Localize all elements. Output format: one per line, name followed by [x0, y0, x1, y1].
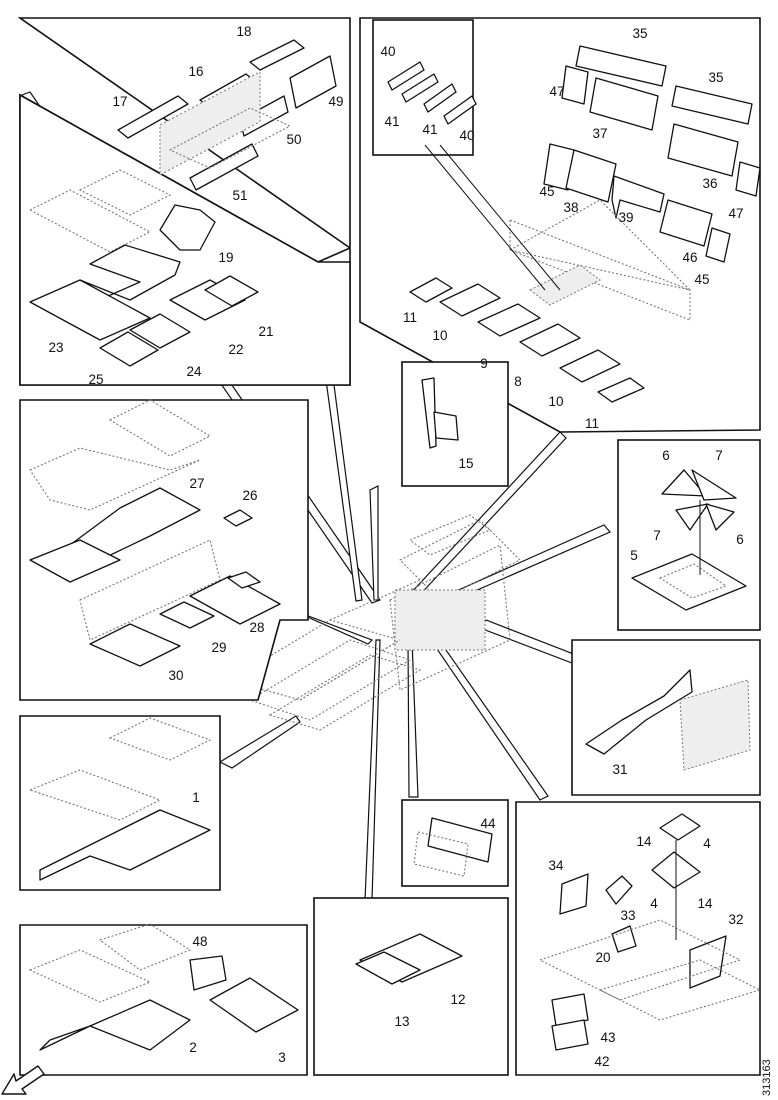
callout-10: 10 — [432, 328, 447, 343]
callout-35b: 35 — [708, 70, 723, 85]
callout-16: 16 — [188, 64, 203, 79]
callout-4b: 4 — [650, 896, 658, 911]
callout-32: 32 — [728, 912, 743, 927]
callout-15: 15 — [458, 456, 473, 471]
callout-10b: 10 — [548, 394, 563, 409]
callout-3: 3 — [278, 1050, 286, 1065]
callout-13: 13 — [394, 1014, 409, 1029]
callout-4: 4 — [703, 836, 711, 851]
callout-19: 19 — [218, 250, 233, 265]
callout-40b: 40 — [459, 128, 474, 143]
callout-30: 30 — [168, 668, 183, 683]
callout-21: 21 — [258, 324, 273, 339]
callout-35: 35 — [632, 26, 647, 41]
callout-5: 5 — [630, 548, 638, 563]
figure-code: 313163 — [761, 1059, 773, 1096]
callout-8: 8 — [514, 374, 522, 389]
callout-27: 27 — [189, 476, 204, 491]
callout-50: 50 — [286, 132, 301, 147]
callout-20: 20 — [595, 950, 610, 965]
callout-40: 40 — [380, 44, 395, 59]
callout-7b: 7 — [653, 528, 661, 543]
callout-46: 46 — [682, 250, 697, 265]
callout-25: 25 — [88, 372, 103, 387]
callout-12: 12 — [450, 992, 465, 1007]
callout-9: 9 — [480, 356, 488, 371]
callout-45b: 45 — [694, 272, 709, 287]
panel-12-13 — [313, 897, 509, 1076]
panel-top-right — [359, 17, 761, 433]
callout-47: 47 — [549, 84, 564, 99]
panel-2-3-48 — [19, 923, 308, 1076]
callout-1: 1 — [192, 790, 200, 805]
callout-37: 37 — [592, 126, 607, 141]
callout-2: 2 — [189, 1040, 197, 1055]
callout-6b: 6 — [736, 532, 744, 547]
callout-38: 38 — [563, 200, 578, 215]
callout-42: 42 — [594, 1054, 609, 1069]
callout-11: 11 — [403, 310, 417, 325]
callout-7: 7 — [715, 448, 723, 463]
callout-labels: 1 2 3 4 4 5 6 6 7 7 8 9 10 10 11 11 12 1… — [48, 24, 743, 1069]
panel-5-7 — [617, 439, 761, 631]
callout-41: 41 — [384, 114, 399, 129]
callout-45: 45 — [539, 184, 554, 199]
panel-bottom-right — [515, 801, 762, 1076]
callout-23: 23 — [48, 340, 63, 355]
callout-43: 43 — [600, 1030, 615, 1045]
callout-14b: 14 — [697, 896, 713, 911]
panel-31 — [571, 639, 761, 796]
callout-6: 6 — [662, 448, 670, 463]
callout-33: 33 — [620, 908, 635, 923]
callout-48: 48 — [192, 934, 207, 949]
callout-26: 26 — [242, 488, 257, 503]
callout-41b: 41 — [422, 122, 437, 137]
callout-47b: 47 — [728, 206, 743, 221]
panel-15 — [401, 361, 509, 487]
callout-18: 18 — [236, 24, 251, 39]
callout-28: 28 — [249, 620, 264, 635]
callout-49: 49 — [328, 94, 343, 109]
panel-26-30 — [19, 399, 309, 701]
panel-44 — [401, 799, 509, 887]
callout-17: 17 — [112, 94, 127, 109]
callout-51: 51 — [232, 188, 247, 203]
panel-1 — [19, 715, 221, 891]
callout-36: 36 — [702, 176, 717, 191]
callout-24: 24 — [186, 364, 202, 379]
direction-arrow-icon — [1, 1065, 45, 1095]
callout-29: 29 — [211, 640, 226, 655]
center-assembly — [228, 514, 521, 731]
callout-14: 14 — [636, 834, 652, 849]
callout-22: 22 — [228, 342, 243, 357]
callout-31: 31 — [612, 762, 627, 777]
callout-34: 34 — [548, 858, 564, 873]
callout-11b: 11 — [585, 416, 599, 431]
panel-top-left — [17, 17, 351, 386]
callout-44: 44 — [480, 816, 496, 831]
callout-39: 39 — [618, 210, 633, 225]
